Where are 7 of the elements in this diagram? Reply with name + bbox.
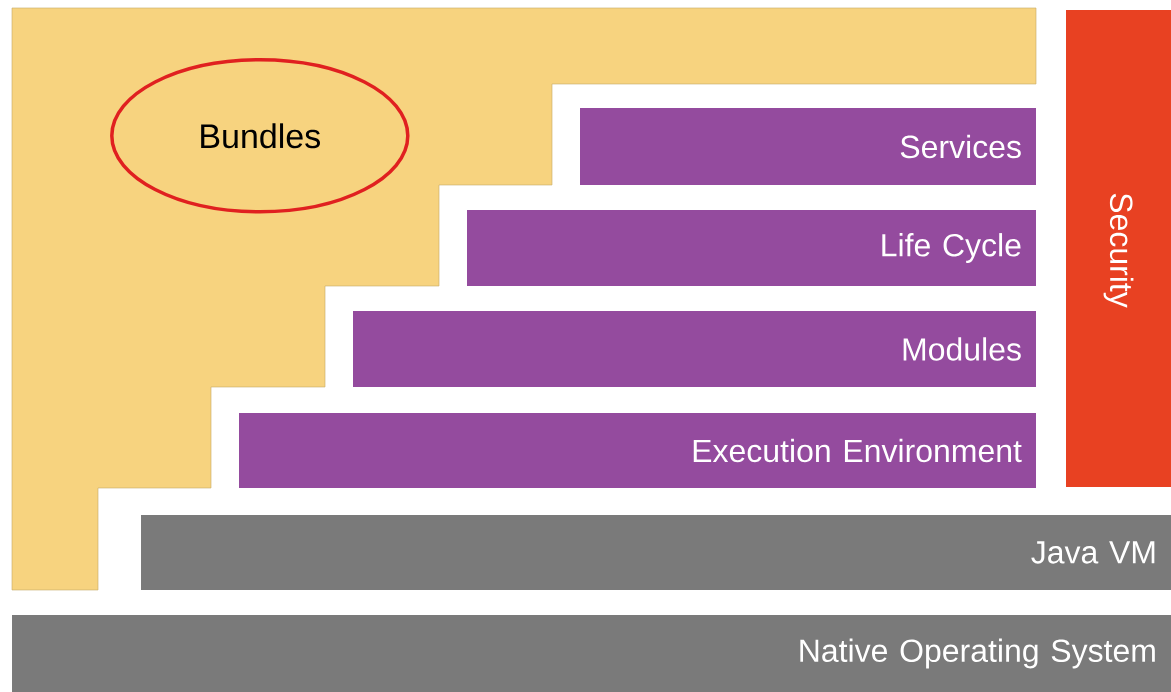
layer-bar: Execution Environment [239, 413, 1036, 488]
layer-bar: Modules [353, 311, 1036, 387]
layer-bar: Life Cycle [467, 210, 1036, 286]
layer-bar: Native Operating System [12, 615, 1171, 692]
layer-bar: Services [580, 108, 1036, 185]
layer-bar: Java VM [141, 515, 1171, 590]
layer-bar: Security [1066, 10, 1171, 487]
